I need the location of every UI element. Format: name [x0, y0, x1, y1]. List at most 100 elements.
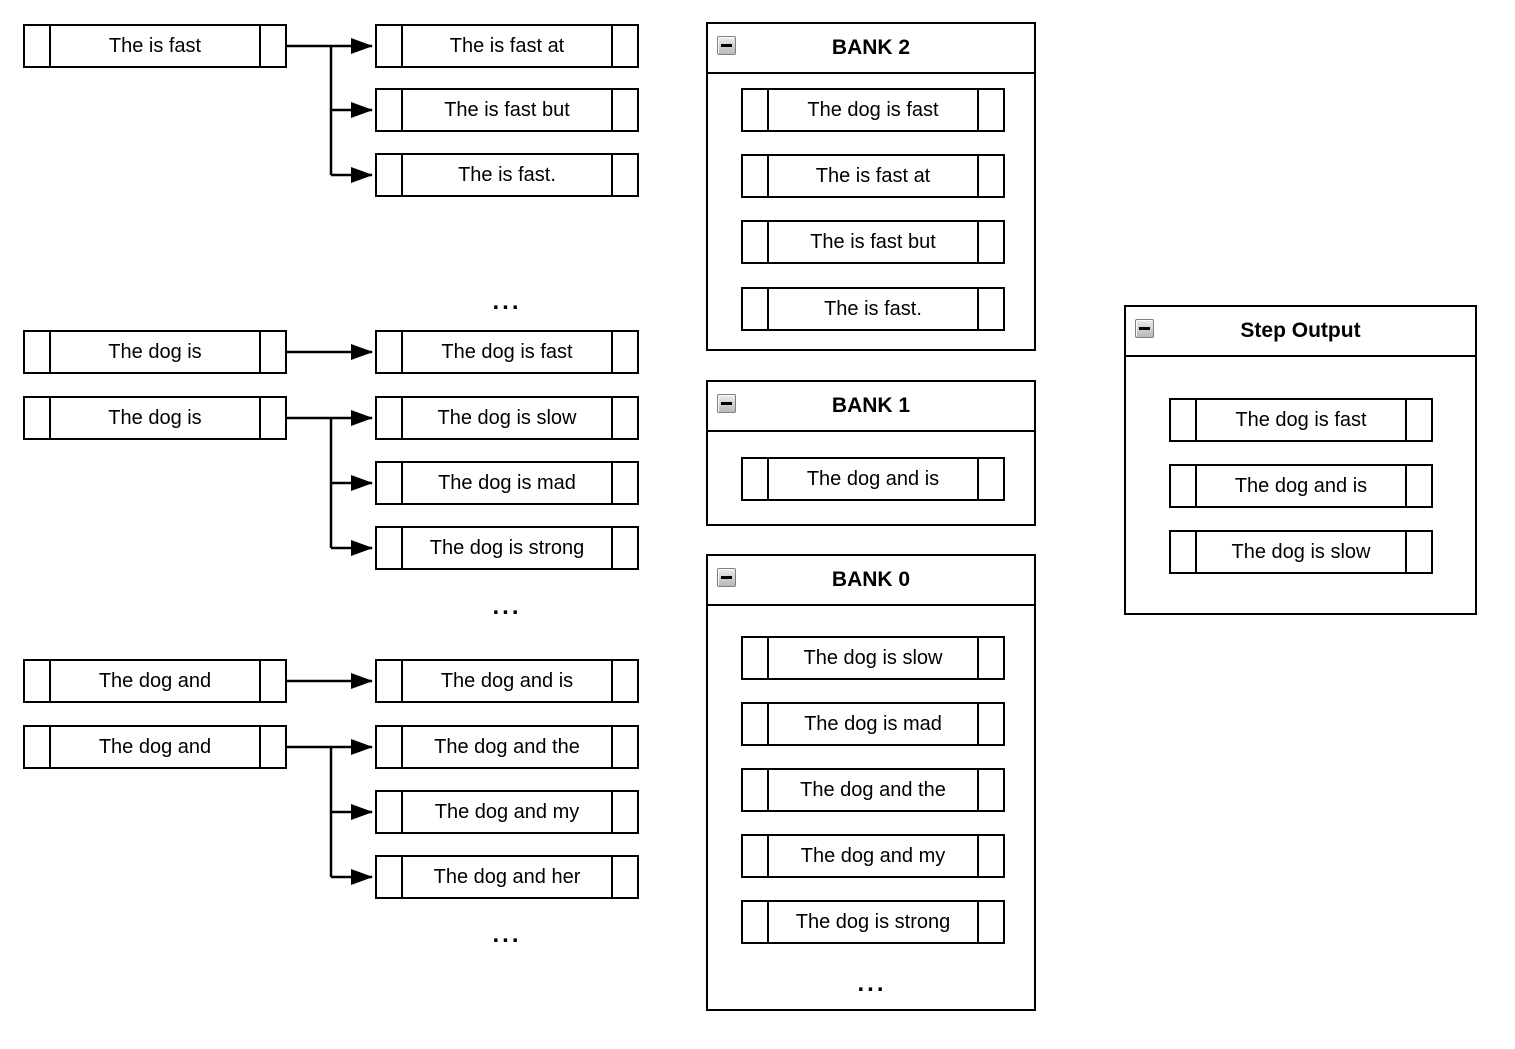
token-box-expansion: The dog is fast [375, 330, 639, 374]
collapse-minus-icon[interactable] [1135, 319, 1154, 338]
token-cell-right [259, 332, 285, 372]
token-label: The dog is slow [803, 647, 943, 669]
token-cell-right [611, 792, 637, 832]
bank-1-header: BANK 1 [708, 382, 1034, 432]
token-cell-left [743, 704, 769, 744]
token-cell-left [743, 459, 769, 499]
token-label: The is fast at [815, 165, 931, 187]
token-cell-right [611, 727, 637, 767]
token-cell-right [977, 289, 1003, 329]
token-cell-right [611, 857, 637, 897]
token-cell-right [259, 727, 285, 767]
token-label: The is fast but [444, 99, 570, 121]
token-box-bank-item: The dog is mad [741, 702, 1005, 746]
token-cell-left [1171, 400, 1197, 440]
token-box-bank-item: The dog is strong [741, 900, 1005, 944]
token-box-expansion: The dog is slow [375, 396, 639, 440]
token-cell-right [611, 155, 637, 195]
token-label: The is fast at [449, 35, 565, 57]
token-box-source: The dog is [23, 330, 287, 374]
collapse-minus-icon[interactable] [717, 394, 736, 413]
token-box-output-item: The dog is fast [1169, 398, 1433, 442]
token-cell-left [1171, 466, 1197, 506]
minus-bar [721, 402, 732, 405]
panel-title: BANK 2 [831, 36, 911, 59]
ellipsis-text: ... [492, 288, 522, 315]
panel-title: BANK 1 [831, 394, 911, 417]
token-cell-right [611, 661, 637, 701]
token-cell-right [259, 661, 285, 701]
minus-bar [1139, 327, 1150, 330]
token-label: The is fast. [824, 298, 922, 320]
collapse-minus-icon[interactable] [717, 568, 736, 587]
token-cell-right [611, 528, 637, 568]
token-box-bank-item: The dog is slow [741, 636, 1005, 680]
token-box-expansion: The is fast. [375, 153, 639, 197]
token-box-expansion: The is fast at [375, 24, 639, 68]
token-box-output-item: The dog is slow [1169, 530, 1433, 574]
token-cell-right [611, 332, 637, 372]
token-cell-right [611, 26, 637, 66]
token-label: The dog and my [434, 801, 580, 823]
step-output-header: Step Output [1126, 307, 1475, 357]
token-cell-right [259, 398, 285, 438]
token-cell-left [377, 155, 403, 195]
token-cell-left [743, 156, 769, 196]
token-label: The dog and the [800, 779, 946, 801]
token-label: The dog is fast [807, 99, 939, 121]
token-label: The dog is [108, 341, 202, 363]
token-label: The dog and is [440, 670, 574, 692]
token-box-expansion: The dog is strong [375, 526, 639, 570]
token-cell-left [377, 528, 403, 568]
token-cell-right [977, 836, 1003, 876]
ellipsis-text: ... [857, 970, 887, 997]
token-cell-right [1405, 400, 1431, 440]
token-cell-left [743, 770, 769, 810]
token-cell-left [377, 463, 403, 503]
token-cell-left [743, 90, 769, 130]
token-cell-left [377, 661, 403, 701]
token-box-expansion: The dog and her [375, 855, 639, 899]
token-cell-left [743, 289, 769, 329]
token-label: The dog is fast [441, 341, 573, 363]
token-box-expansion: The is fast but [375, 88, 639, 132]
token-box-source: The dog is [23, 396, 287, 440]
token-box-bank-item: The dog and my [741, 834, 1005, 878]
token-cell-right [977, 770, 1003, 810]
token-cell-right [977, 156, 1003, 196]
token-cell-left [25, 661, 51, 701]
token-cell-left [25, 26, 51, 66]
token-cell-right [977, 222, 1003, 262]
bank-1-panel: BANK 1 The dog and is [706, 380, 1036, 526]
token-label: The dog is mad [438, 472, 576, 494]
collapse-minus-icon[interactable] [717, 36, 736, 55]
token-cell-left [25, 332, 51, 372]
token-box-bank-item: The dog and the [741, 768, 1005, 812]
token-label: The dog is slow [1231, 541, 1371, 563]
token-cell-left [25, 727, 51, 767]
bank-0-header: BANK 0 [708, 556, 1034, 606]
token-cell-left [743, 222, 769, 262]
token-label: The dog and [98, 736, 212, 758]
token-box-bank-item: The dog and is [741, 457, 1005, 501]
bank-2-header: BANK 2 [708, 24, 1034, 74]
token-cell-left [743, 902, 769, 942]
token-cell-left [377, 26, 403, 66]
token-cell-right [611, 90, 637, 130]
token-box-expansion: The dog and is [375, 659, 639, 703]
token-cell-left [377, 792, 403, 832]
token-label: The dog and is [1234, 475, 1368, 497]
token-cell-left [377, 332, 403, 372]
token-label: The is fast but [810, 231, 936, 253]
ellipsis-text: ... [492, 593, 522, 620]
token-cell-right [977, 638, 1003, 678]
token-cell-right [1405, 532, 1431, 572]
panel-title: BANK 0 [831, 568, 911, 591]
token-box-bank-item: The dog is fast [741, 88, 1005, 132]
minus-bar [721, 44, 732, 47]
ellipsis-text: ... [492, 921, 522, 948]
token-label: The dog is strong [795, 911, 951, 933]
token-label: The is fast [108, 35, 202, 57]
token-label: The dog is [108, 407, 202, 429]
token-cell-left [25, 398, 51, 438]
